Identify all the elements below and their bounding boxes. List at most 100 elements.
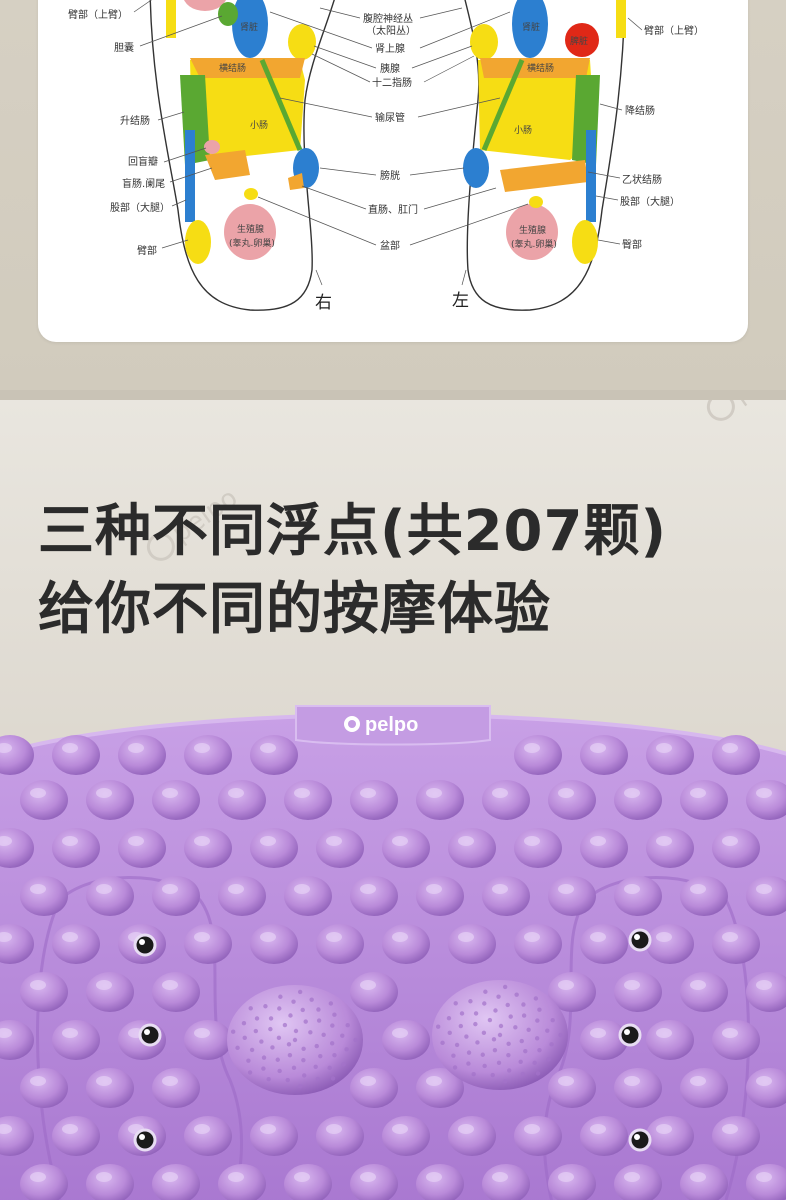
massage-bump [382, 1020, 430, 1060]
massage-bump [250, 735, 298, 775]
massage-bump [152, 876, 200, 916]
magnet-point [133, 1128, 157, 1152]
left-gonad-label-2: (睾丸.卵巢) [511, 238, 557, 250]
massage-bump [448, 924, 496, 964]
right-kidney-label: 肾脏 [240, 21, 258, 33]
right-foot: 肾脏 横结肠 小肠 生殖腺 (睾丸.卵巢) 右 [149, 0, 336, 313]
left-transverse-colon-label: 横结肠 [527, 62, 554, 74]
label-solar-plexus-sub: （太阳丛） [366, 24, 416, 37]
massage-bump [20, 972, 68, 1012]
left-thigh-zone [586, 130, 596, 222]
left-foot-groove [36, 876, 243, 1200]
massage-bump [712, 1020, 760, 1060]
massage-bump [548, 1068, 596, 1108]
massage-bump [712, 828, 760, 868]
massage-bump [20, 780, 68, 820]
massage-bump [184, 1116, 232, 1156]
massage-bump [614, 1068, 662, 1108]
massage-bump [86, 780, 134, 820]
right-rectum [288, 173, 304, 190]
massage-bump [614, 1164, 662, 1200]
massage-bump [20, 1068, 68, 1108]
massage-bump [350, 1068, 398, 1108]
massage-bump [20, 876, 68, 916]
massage-bump [52, 924, 100, 964]
right-transverse-colon-label: 横结肠 [219, 62, 246, 74]
label-rectum-anus: 直肠、肛门 [368, 203, 418, 216]
massage-bump [746, 876, 786, 916]
right-foot-label: 右 [315, 293, 332, 313]
left-gonad [506, 204, 558, 260]
massage-bump [184, 735, 232, 775]
massage-bump [416, 876, 464, 916]
massage-bump [646, 735, 694, 775]
massage-bump [680, 1068, 728, 1108]
massage-bump [152, 1068, 200, 1108]
section-divider [0, 390, 786, 400]
massage-bump [152, 972, 200, 1012]
brand-name: pelpo [365, 714, 418, 736]
left-foot: 肾脏 脾脏 横结肠 小肠 生殖腺 (睾丸.卵巢) 左 [452, 0, 626, 311]
label-thigh-left: 股部（大腿） [620, 195, 680, 208]
massage-bump [86, 1068, 134, 1108]
label-ureter: 输尿管 [375, 111, 405, 124]
massage-bump [580, 735, 628, 775]
massage-bump [680, 1164, 728, 1200]
massage-bump [448, 828, 496, 868]
massage-bump [514, 735, 562, 775]
center-labels: 腹腔神经丛 （太阳丛） 肾上腺 胰腺 十二指肠 输尿管 膀胱 直肠、肛门 盆部 [257, 7, 529, 252]
right-gonad-label-2: (睾丸.卵巢) [229, 237, 275, 249]
massage-bump [250, 924, 298, 964]
label-upper-arm-left: 臂部（上臂） [644, 24, 704, 37]
left-sigmoid-colon [500, 160, 588, 192]
foot-reflexology-chart: 肾脏 横结肠 小肠 生殖腺 (睾丸.卵巢) 右 [68, 0, 704, 313]
massage-bump [86, 876, 134, 916]
massage-bump [382, 924, 430, 964]
left-ureter [481, 59, 525, 151]
massage-bump [482, 1164, 530, 1200]
watermark: pelpo [701, 400, 786, 427]
massage-bump [218, 1164, 266, 1200]
massage-bump [680, 972, 728, 1012]
massage-bump [416, 780, 464, 820]
massage-bump [52, 1116, 100, 1156]
massage-bump [614, 972, 662, 1012]
left-gonad-label-1: 生殖腺 [519, 224, 546, 236]
right-pancreas [288, 24, 316, 60]
label-ascending-colon: 升结肠 [120, 114, 150, 127]
massage-bump [614, 780, 662, 820]
magnet-point [138, 1023, 162, 1047]
label-duodenum: 十二指肠 [372, 76, 412, 89]
massage-bump [712, 924, 760, 964]
massage-bump [86, 972, 134, 1012]
massage-bump [382, 1116, 430, 1156]
label-adrenal: 肾上腺 [375, 42, 405, 55]
massage-bumps [0, 735, 786, 1200]
massage-bump [482, 780, 530, 820]
right-buttocks [185, 220, 211, 264]
label-upper-arm-right: 臂部（上臂） [68, 8, 128, 21]
label-cecum-appendix: 盲肠.阑尾 [122, 177, 165, 190]
massage-bump [746, 972, 786, 1012]
label-thigh-right: 股部（大腿） [110, 201, 170, 214]
right-small-intestine-label: 小肠 [250, 120, 268, 131]
left-buttocks [572, 220, 598, 264]
massage-bump [646, 1116, 694, 1156]
magnet-point [133, 933, 157, 957]
label-descending-colon: 降结肠 [625, 104, 655, 117]
massage-bump [350, 972, 398, 1012]
right-thigh-zone [185, 130, 195, 222]
spleen-label: 脾脏 [570, 35, 588, 47]
massage-bump [746, 1068, 786, 1108]
label-pelvis: 盆部 [380, 239, 400, 252]
massage-bump [316, 924, 364, 964]
massage-bump [52, 735, 100, 775]
left-pancreas [470, 24, 498, 60]
right-small-intestine [190, 60, 305, 160]
right-liver-area [184, 0, 226, 11]
left-spleen [565, 23, 599, 57]
massage-bump [350, 780, 398, 820]
massage-bump [284, 1164, 332, 1200]
massage-bump [746, 1164, 786, 1200]
left-foot-label: 左 [452, 291, 469, 311]
